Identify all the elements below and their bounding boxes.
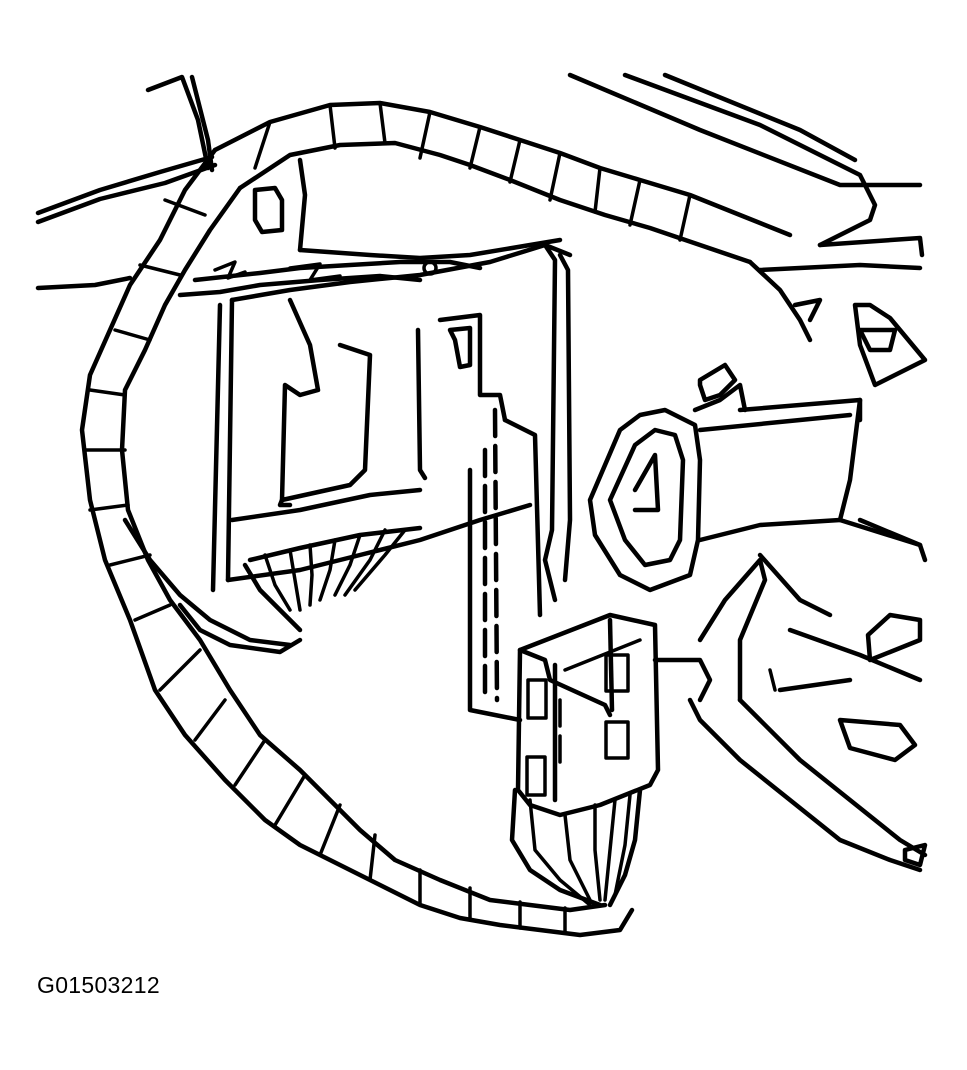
dash-panel bbox=[567, 72, 928, 873]
body-panel-upper-left bbox=[35, 74, 218, 291]
mounting-bracket bbox=[177, 157, 563, 298]
duct-outlet bbox=[587, 407, 853, 593]
module-wire-fan bbox=[242, 525, 423, 633]
figure-id-label: G01503212 bbox=[37, 972, 160, 998]
wiring-harness bbox=[79, 100, 793, 938]
module-bracket-frame bbox=[210, 242, 573, 603]
harness-connector bbox=[509, 612, 661, 908]
connector-cable-run bbox=[467, 407, 543, 723]
